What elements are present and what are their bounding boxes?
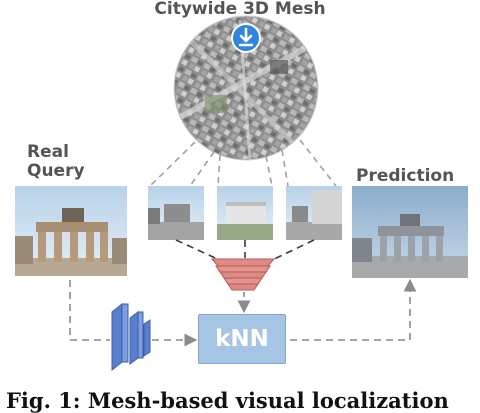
real-query-image xyxy=(15,186,127,276)
knn-box: kNN xyxy=(198,314,286,364)
rendered-view-2 xyxy=(217,186,273,240)
prediction-label: Prediction xyxy=(356,166,455,186)
knn-to-prediction-arrow xyxy=(290,278,417,341)
prediction-image xyxy=(352,186,468,278)
real-query-line1: Real xyxy=(27,142,69,162)
download-icon[interactable] xyxy=(231,23,261,53)
real-query-label: Real Query xyxy=(27,143,85,181)
figure-caption: Fig. 1: Mesh-based visual localization xyxy=(6,388,449,413)
real-query-line2: Query xyxy=(27,161,85,181)
query-down-line xyxy=(69,280,110,341)
query-feature-encoder xyxy=(111,302,151,372)
view-to-encoder-lines xyxy=(175,239,315,263)
mesh-title: Citywide 3D Mesh xyxy=(154,0,326,19)
mesh-feature-encoder xyxy=(210,258,276,291)
rendered-view-3 xyxy=(286,186,342,240)
projection-lines xyxy=(149,139,337,187)
rendered-view-1 xyxy=(148,186,204,240)
